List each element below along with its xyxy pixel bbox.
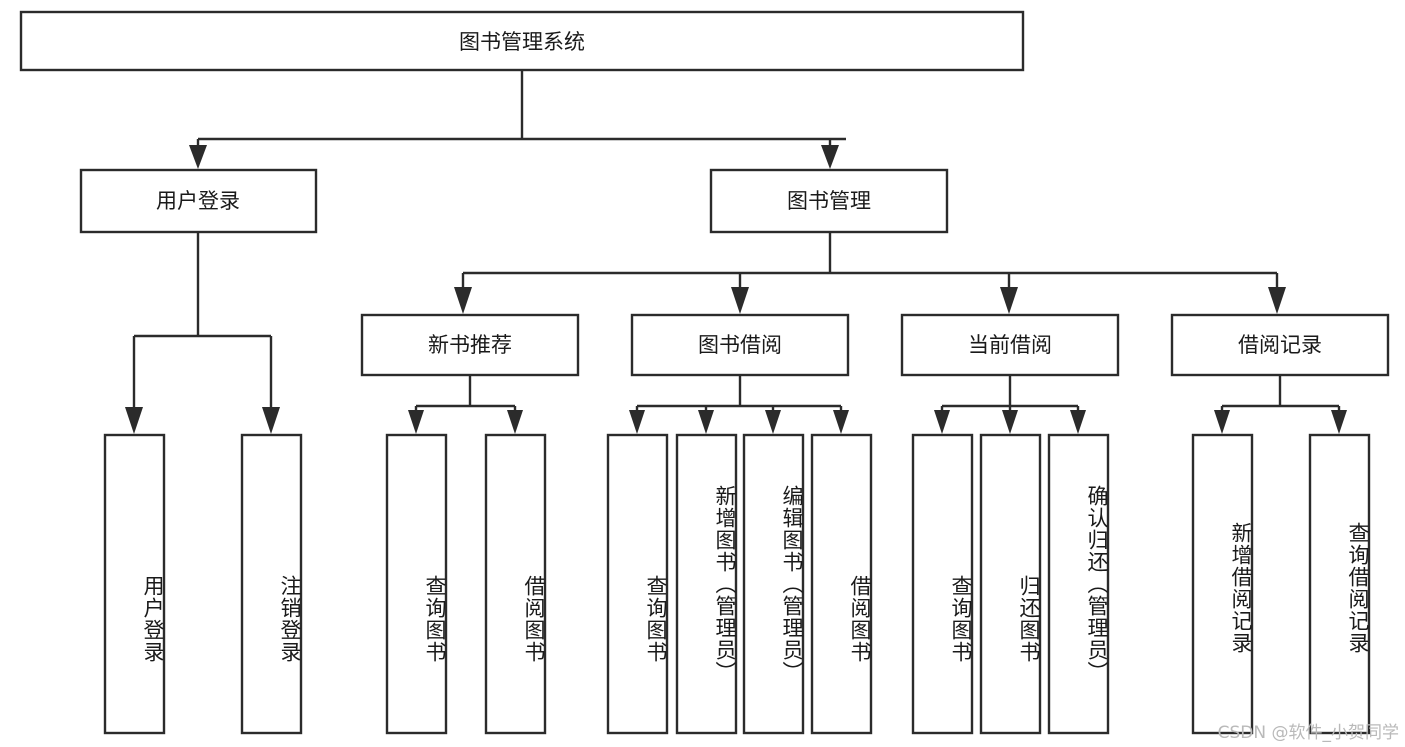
node-root-label: 图书管理系统 <box>459 30 585 54</box>
node-book-borrow[interactable] <box>630 313 850 377</box>
arrow-head-leaf-8 <box>833 410 849 434</box>
arrow-head-leaf-3 <box>408 410 424 434</box>
arrow-head-leaf-11 <box>1070 410 1086 434</box>
node-current-borrow[interactable] <box>900 313 1120 377</box>
arrow-head-book-borrow <box>731 287 749 314</box>
node-leaf-10[interactable] <box>979 433 1042 735</box>
node-leaf-13[interactable] <box>1308 433 1371 735</box>
node-new-book-rec-label: 新书推荐 <box>428 333 512 357</box>
node-user-login-label: 用户登录 <box>156 189 240 213</box>
arrow-head-leaf-4 <box>507 410 523 434</box>
node-leaf-6[interactable] <box>675 433 738 735</box>
arrow-head-user-login <box>189 145 207 169</box>
arrow-head-current-borrow <box>1000 287 1018 314</box>
arrow-head-leaf-2 <box>262 407 280 434</box>
node-leaf-12[interactable] <box>1191 433 1254 735</box>
arrow-head-leaf-6 <box>698 410 714 434</box>
node-user-login[interactable] <box>79 168 318 234</box>
node-borrow-record-label: 借阅记录 <box>1238 333 1322 357</box>
arrow-head-new-book-rec <box>454 287 472 314</box>
node-leaf-4[interactable] <box>484 433 547 735</box>
arrow-head-leaf-1 <box>125 407 143 434</box>
node-new-book-rec[interactable] <box>360 313 580 377</box>
arrow-head-leaf-7 <box>765 410 781 434</box>
nodes-group: 图书管理系统 用户登录 图书管理 新书推荐 图书借阅 当前借阅 借阅记录 <box>19 10 1390 735</box>
watermark-text: CSDN @软件_小贺同学 <box>1217 723 1399 743</box>
node-leaf-2[interactable] <box>240 433 303 735</box>
arrow-head-borrow-record <box>1268 287 1286 314</box>
node-root[interactable] <box>19 10 1025 72</box>
node-leaf-7[interactable] <box>742 433 805 735</box>
node-borrow-record[interactable] <box>1170 313 1390 377</box>
node-leaf-8[interactable] <box>810 433 873 735</box>
arrow-head-leaf-10 <box>1002 410 1018 434</box>
node-leaf-3[interactable] <box>385 433 448 735</box>
arrow-head-leaf-9 <box>934 410 950 434</box>
arrow-head-leaf-13 <box>1331 410 1347 434</box>
arrow-head-leaf-12 <box>1214 410 1230 434</box>
node-book-manage[interactable] <box>709 168 949 234</box>
node-book-borrow-label: 图书借阅 <box>698 333 782 357</box>
arrow-head-leaf-5 <box>629 410 645 434</box>
arrow-head-book-manage <box>821 145 839 169</box>
node-leaf-5[interactable] <box>606 433 669 735</box>
node-book-manage-label: 图书管理 <box>787 189 871 213</box>
node-current-borrow-label: 当前借阅 <box>968 333 1052 357</box>
node-leaf-9[interactable] <box>911 433 974 735</box>
node-leaf-11[interactable] <box>1047 433 1110 735</box>
node-leaf-1[interactable] <box>103 433 166 735</box>
connectors-group <box>125 70 1347 434</box>
